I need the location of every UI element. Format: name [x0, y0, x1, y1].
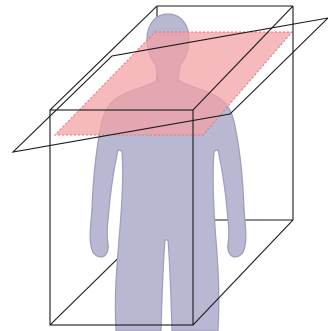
transverse-plane — [55, 32, 292, 135]
